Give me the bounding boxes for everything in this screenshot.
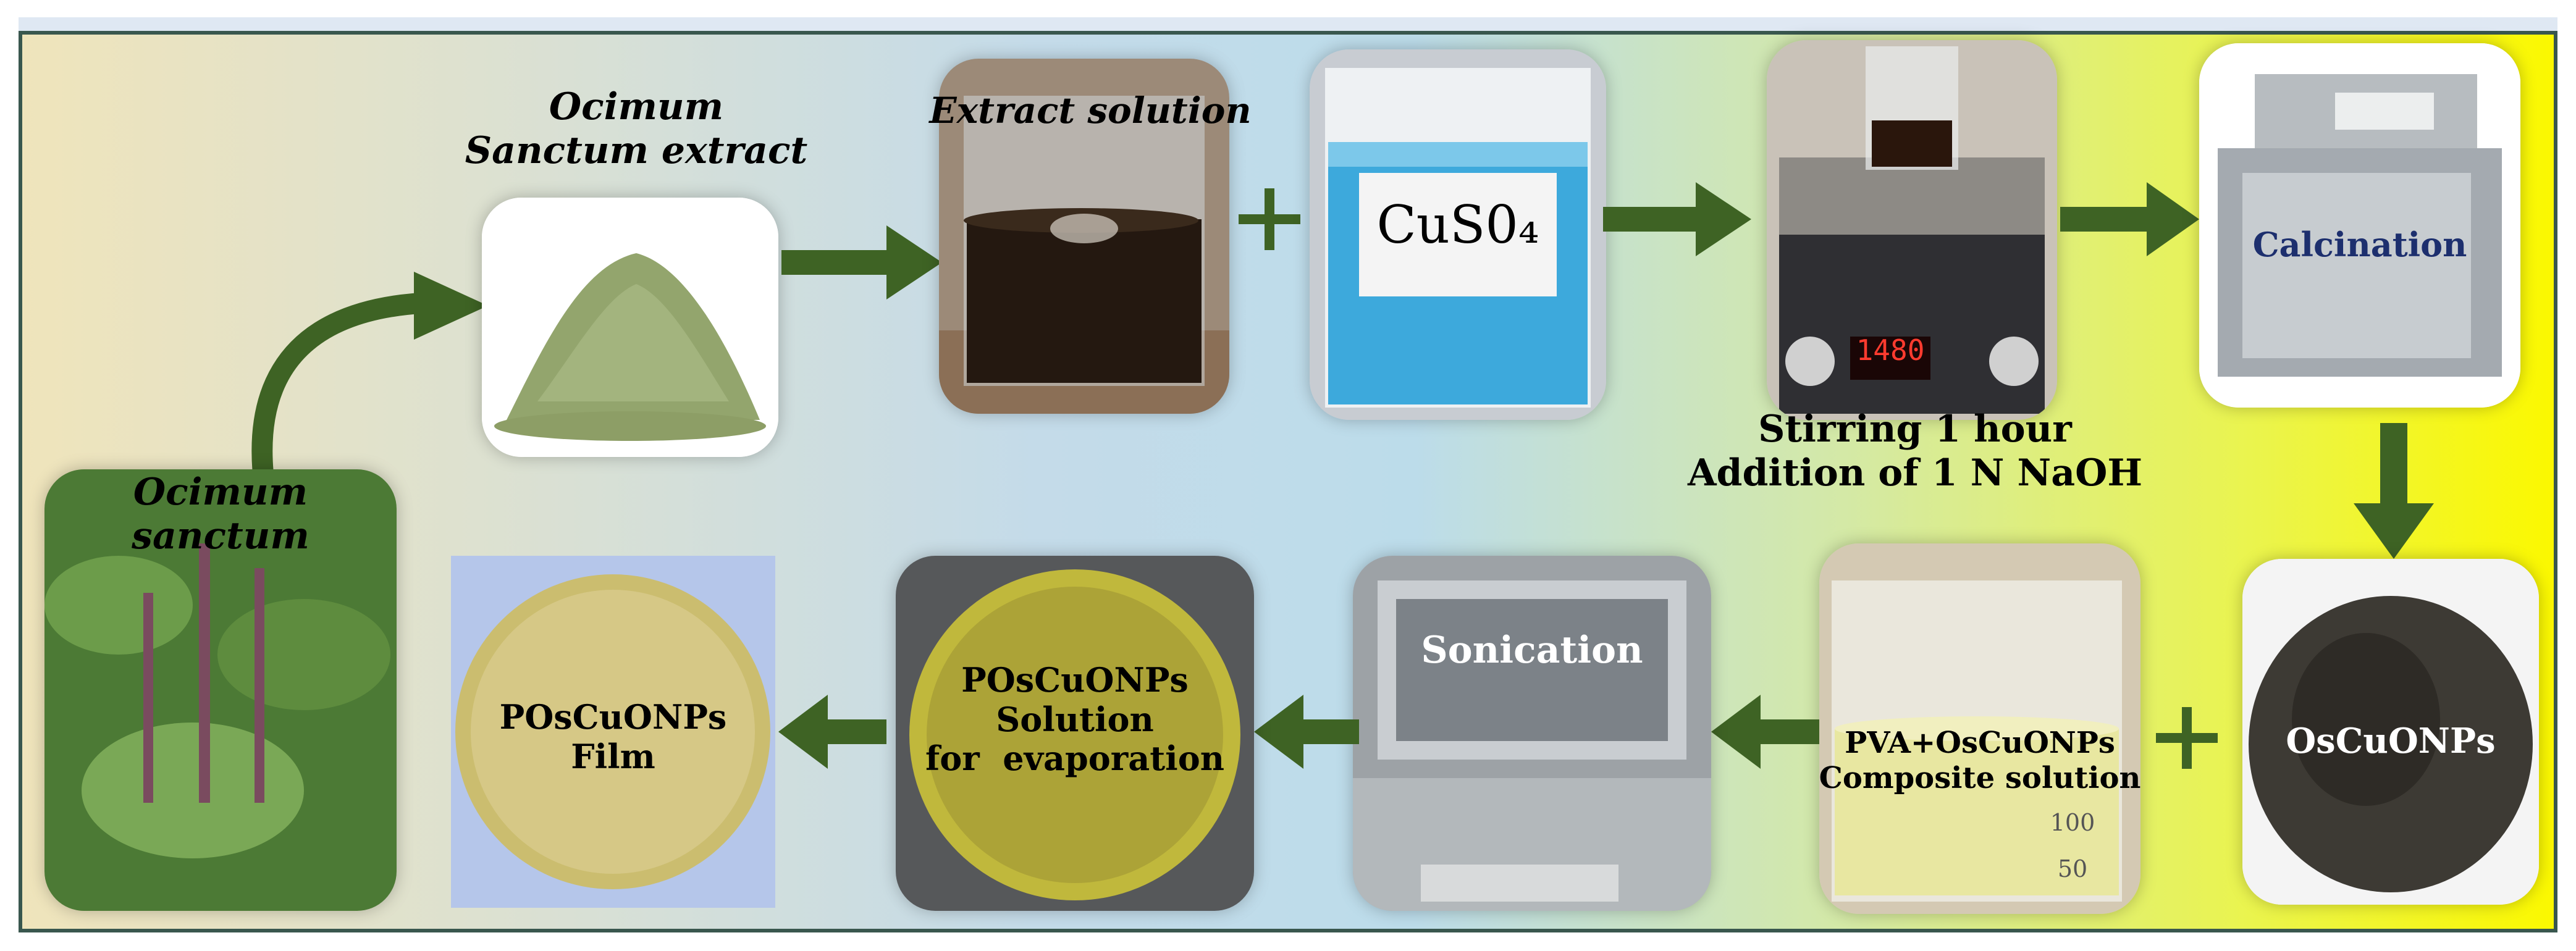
beaker-mark-100: 100: [2050, 809, 2095, 836]
arrow-cuso4-to-stirring: [1603, 182, 1751, 256]
sonication-label: Sonication: [1421, 629, 1643, 672]
calcination-label: Calcination: [2252, 225, 2467, 264]
ocimum-sanctum-extract-label: Ocimum Sanctum extract: [465, 85, 808, 172]
posuconps-solution-label: POsCuONPs Solution for evaporation: [925, 660, 1224, 779]
sonication-image: [1353, 556, 1711, 911]
oscuonps-label: OsCuONPs: [2286, 721, 2496, 761]
magnetic-stirrer-image: [1767, 40, 2057, 420]
stirrer-display: 1480: [1856, 333, 1925, 367]
film-image: [451, 556, 775, 908]
arrow-calcination-to-oscuonps: [2354, 423, 2434, 559]
beaker-mark-50: 50: [2057, 855, 2088, 882]
furnace-image: [2199, 43, 2520, 408]
plus-sign-1: [1239, 188, 1300, 250]
extract-solution-image: [939, 59, 1229, 414]
powder-image: [482, 198, 778, 457]
oscuonps-image: [2242, 559, 2539, 905]
pva-composite-label: PVA+OsCuONPs Composite solution: [1819, 726, 2141, 795]
pva-composite-image: [1819, 543, 2140, 914]
ocimum-plant-image: [44, 469, 397, 911]
curved-arrow: [251, 272, 488, 494]
stirring-label: Stirring 1 hour Addition of 1 N NaOH: [1687, 408, 2143, 495]
arrow-pva-to-sonication: [1711, 695, 1819, 769]
arrow-sonication-to-solution: [1254, 695, 1359, 769]
cuso4-label: CuS0₄: [1376, 195, 1539, 255]
arrow-solution-to-film: [778, 695, 886, 769]
petri-solution-image: [896, 556, 1254, 911]
arrow-powder-to-extract: [781, 225, 942, 300]
arrow-stirring-to-calcination: [2060, 182, 2199, 256]
ocimum-sanctum-label: Ocimum sanctum: [132, 471, 309, 558]
cuso4-beaker-image: [1310, 49, 1606, 420]
plus-sign-2: [2156, 707, 2218, 769]
top-bar: [19, 17, 2557, 31]
extract-solution-label: Extract solution: [929, 90, 1252, 132]
posuconps-film-label: POsCuONPs Film: [499, 697, 727, 776]
